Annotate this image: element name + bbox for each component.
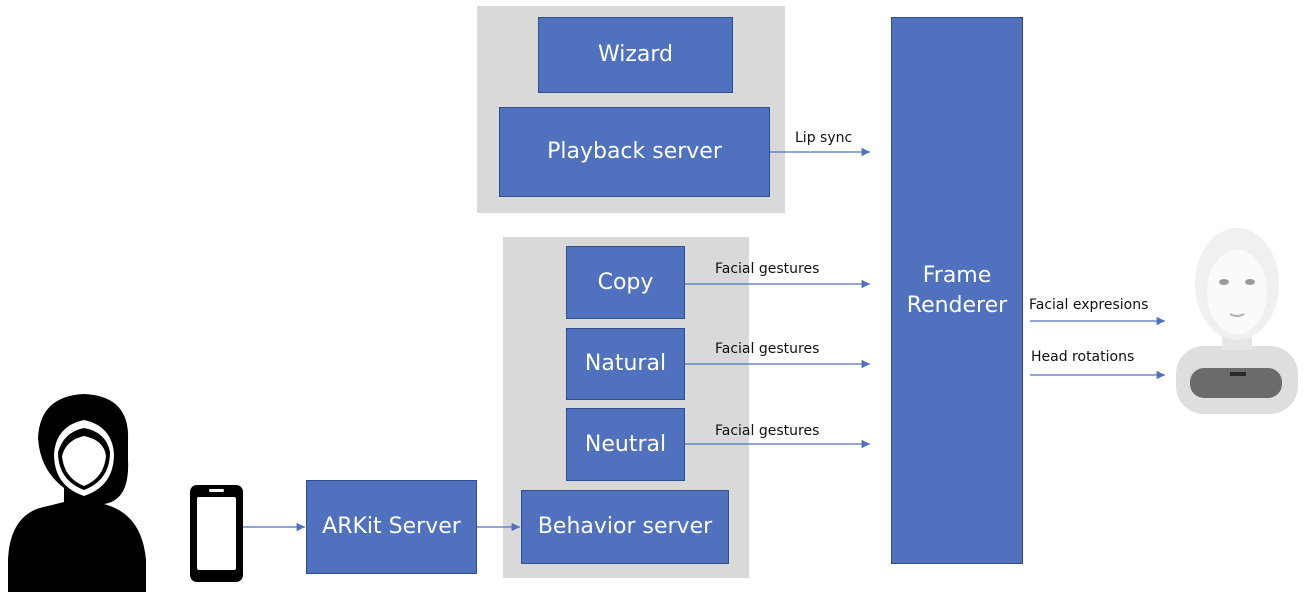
frame-renderer-label-line2: Renderer — [906, 292, 1008, 318]
wizard-label: Wizard — [597, 42, 674, 68]
copy-box: Copy — [566, 246, 685, 319]
frame-renderer-box: Frame Renderer — [891, 17, 1023, 564]
smartphone-icon — [190, 485, 243, 582]
copy-label: Copy — [597, 269, 654, 295]
wizard-box: Wizard — [538, 17, 733, 93]
facial-expressions-label: Facial expresions — [1029, 297, 1149, 313]
natural-box: Natural — [566, 328, 685, 400]
arkit-server-box: ARKit Server — [306, 480, 477, 574]
playback-server-label: Playback server — [547, 139, 722, 165]
person-icon — [8, 394, 146, 592]
frame-renderer-label-line1: Frame — [922, 262, 992, 288]
behavior-server-label: Behavior server — [537, 514, 713, 540]
arkit-server-label: ARKit Server — [322, 514, 461, 540]
neutral-box: Neutral — [566, 408, 685, 481]
lip-sync-label: Lip sync — [795, 130, 853, 146]
natural-label: Natural — [584, 351, 667, 377]
playback-server-box: Playback server — [499, 107, 770, 197]
neutral-label: Neutral — [584, 431, 667, 457]
facial-gestures-neutral-label: Facial gestures — [715, 423, 820, 439]
facial-gestures-natural-label: Facial gestures — [715, 341, 820, 357]
head-rotations-label: Head rotations — [1031, 349, 1135, 365]
robot-head-icon — [1176, 228, 1298, 414]
behavior-server-box: Behavior server — [521, 490, 729, 564]
facial-gestures-copy-label: Facial gestures — [715, 261, 820, 277]
